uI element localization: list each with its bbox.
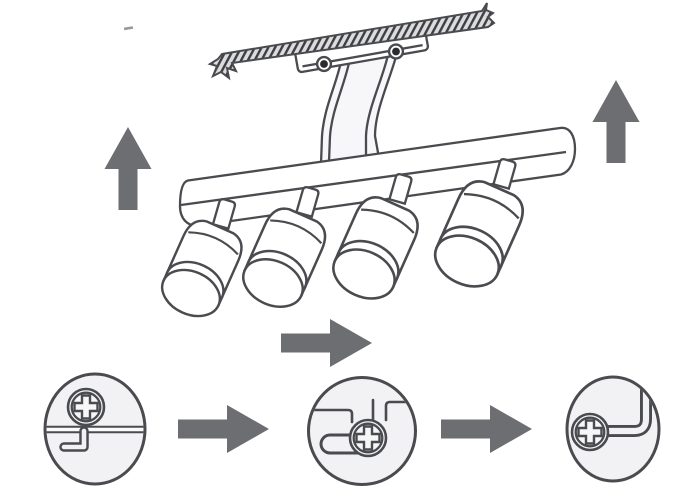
- spotlight-3: [324, 190, 426, 309]
- step-circle-2: [307, 376, 417, 486]
- bracket-screw-left: [315, 55, 333, 73]
- lift-arrow-left-icon: [104, 127, 152, 210]
- spotlight-1: [153, 213, 249, 326]
- spotlight-stem-2: [295, 186, 320, 219]
- spotlight-4: [425, 173, 531, 298]
- step-circle-3: [565, 375, 661, 483]
- lift-arrow-right-icon: [592, 80, 640, 163]
- break-dash: [123, 26, 134, 31]
- step-circle-1: [43, 372, 147, 486]
- ceiling-rail: [207, 2, 496, 81]
- step-arrow-1-icon: [178, 405, 269, 453]
- phillips-screw-icon: [348, 418, 388, 458]
- spotlight-stem-3: [388, 173, 413, 206]
- spotlight-2: [234, 201, 333, 317]
- phillips-screw-icon: [66, 387, 106, 427]
- spotlight-stem-4: [492, 158, 517, 191]
- slide-arrow-middle-icon: [281, 319, 372, 367]
- step-arrow-2-icon: [441, 405, 532, 453]
- phillips-screw-icon: [570, 412, 610, 452]
- spotlight-stem-1: [211, 198, 237, 231]
- bracket-screw-right: [387, 43, 405, 60]
- connector-arm: [319, 51, 399, 166]
